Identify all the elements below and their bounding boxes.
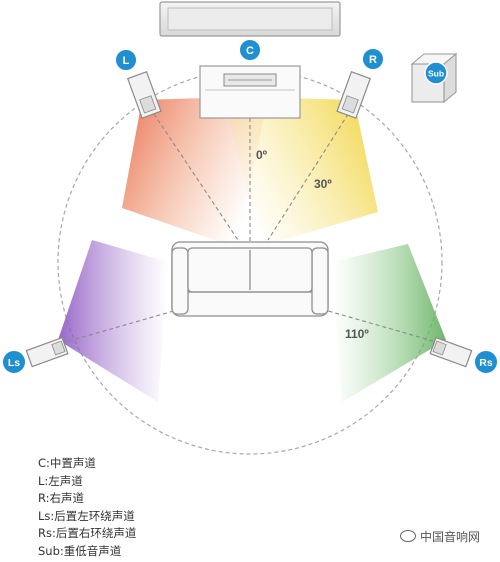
badge-surround-left: Ls: [1, 349, 27, 375]
front-left-speaker: [126, 71, 162, 119]
svg-text:Ls: Ls: [8, 357, 20, 369]
badge-left: L: [114, 48, 138, 72]
angle-label-center: 0º: [256, 148, 268, 162]
watermark-text: 中国音响网: [420, 530, 481, 544]
surround-left-speaker: [25, 336, 69, 368]
center-speaker: [199, 65, 301, 119]
svg-text:Sub: Sub: [428, 69, 444, 79]
wechat-icon: [400, 530, 416, 542]
badge-surround-right: Rs: [473, 349, 499, 375]
badge-center: C: [238, 38, 262, 62]
legend-item-surround-right: Rs:后置右环绕声道: [38, 526, 137, 540]
surround-right-speaker: [429, 336, 473, 368]
sofa: [171, 241, 329, 317]
svg-text:R: R: [369, 54, 377, 66]
legend-item-center: C:中置声道: [38, 456, 96, 470]
badge-subwoofer: Sub: [424, 61, 448, 85]
surround-right-beam: [332, 244, 446, 402]
front-right-speaker: [336, 71, 372, 119]
surround-left-beam: [58, 240, 168, 402]
channel-legend: C:中置声道 L:左声道 R:右声道 Ls:后置左环绕声道 Rs:后置右环绕声道…: [38, 455, 136, 560]
legend-item-right: R:右声道: [38, 491, 85, 505]
legend-item-left: L:左声道: [38, 473, 83, 488]
legend-item-surround-left: Ls:后置左环绕声道: [38, 508, 135, 523]
svg-text:C: C: [246, 45, 254, 57]
watermark: 中国音响网: [400, 528, 480, 545]
angle-label-surround: 110º: [345, 327, 369, 341]
svg-text:L: L: [123, 55, 130, 67]
left-speaker-beam: [122, 96, 268, 248]
right-speaker-beam: [222, 96, 378, 246]
badge-right: R: [361, 47, 385, 71]
svg-text:Rs: Rs: [479, 357, 493, 369]
angle-label-front: 30º: [314, 177, 332, 191]
tv-screen: [159, 1, 341, 37]
legend-item-subwoofer: Sub:重低音声道: [38, 543, 122, 558]
